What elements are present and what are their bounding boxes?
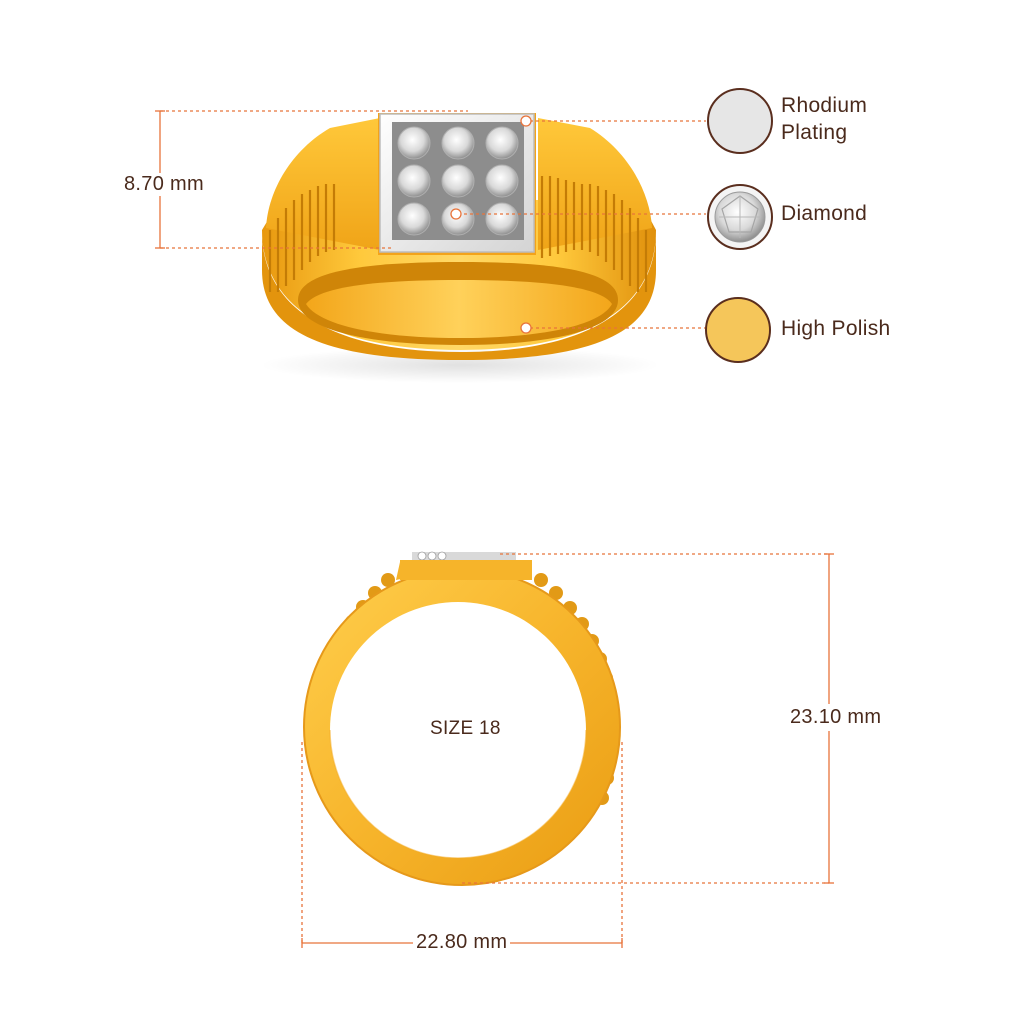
- legend-high-polish-label: High Polish: [781, 317, 891, 340]
- side-width-label: 22.80 mm: [413, 931, 511, 954]
- left-groove-pattern: [268, 184, 336, 292]
- legend-leader-lines: [458, 120, 706, 329]
- side-height-label: 23.10 mm: [789, 704, 883, 731]
- leader-anchor-dots: [450, 115, 532, 334]
- side-view-ring: [303, 551, 621, 886]
- top-height-label: 8.70 mm: [122, 173, 206, 196]
- ring-size-label: SIZE 18: [430, 718, 501, 739]
- high-polish-swatch-icon: [705, 297, 771, 363]
- top-view-ring: [260, 113, 660, 383]
- diamond-swatch-icon: [707, 184, 773, 250]
- rhodium-swatch-icon: [707, 88, 773, 154]
- legend-rhodium-label: Rhodium Plating: [781, 94, 868, 144]
- right-groove-pattern: [540, 176, 648, 292]
- legend-swatches: [705, 88, 773, 363]
- legend-diamond-label: Diamond: [781, 202, 868, 225]
